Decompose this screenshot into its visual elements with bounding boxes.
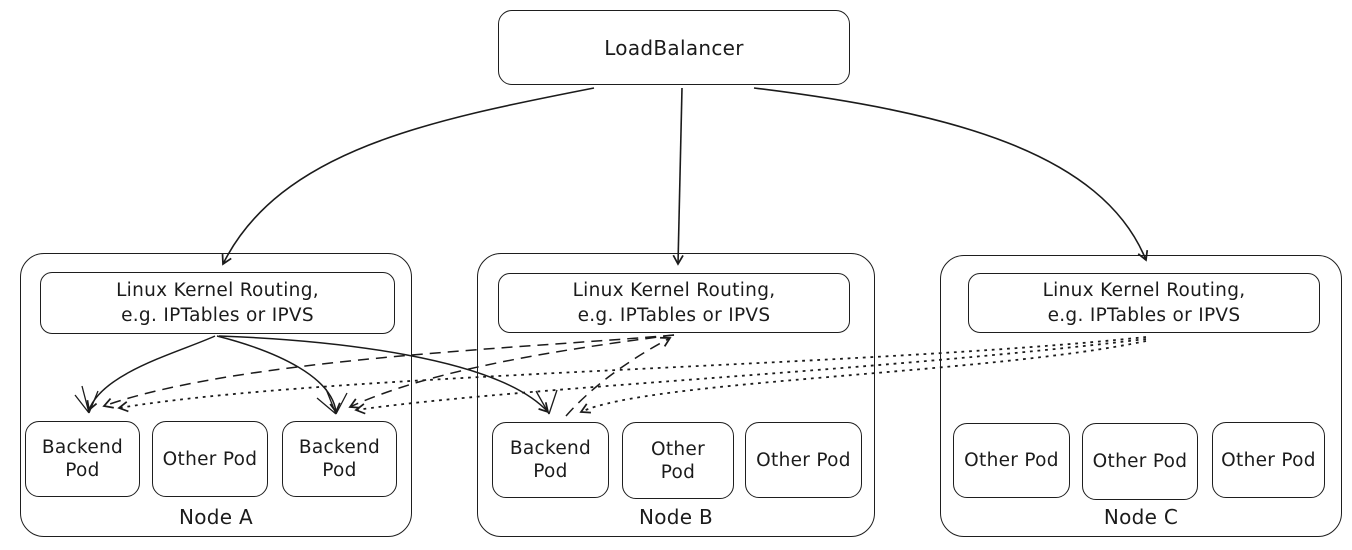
node-a-backend-pod-left: Backend Pod — [25, 421, 140, 497]
node-c-other-pod-1: Other Pod — [953, 423, 1070, 498]
pod-label: Backend Pod — [298, 437, 381, 481]
pod-label: Other Pod — [1221, 449, 1316, 471]
node-a-routing-box: Linux Kernel Routing, e.g. IPTables or I… — [40, 272, 395, 334]
node-b-backend-pod: Backend Pod — [492, 422, 609, 498]
node-b-other-pod-2: Other Pod — [745, 422, 862, 498]
routing-text-line1: Linux Kernel Routing, — [1042, 280, 1246, 301]
edge-lb-to-node-c — [753, 87, 1149, 262]
pod-label: Backend Pod — [41, 437, 124, 481]
routing-text-line1: Linux Kernel Routing, — [572, 280, 776, 301]
pod-label: Other Pod — [162, 448, 258, 470]
routing-text-line1: Linux Kernel Routing, — [116, 280, 319, 301]
node-a-label: Node A — [178, 505, 254, 529]
pod-label: Backend Pod — [509, 438, 592, 482]
node-b-label: Node B — [638, 505, 714, 529]
loadbalancer-box: LoadBalancer — [498, 10, 850, 85]
pod-label: Other Pod — [964, 450, 1059, 471]
node-a-other-pod: Other Pod — [152, 421, 268, 497]
pod-label: Other Pod — [756, 449, 851, 471]
pod-label: Other Pod — [1092, 451, 1188, 472]
node-b-routing-box: Linux Kernel Routing, e.g. IPTables or I… — [498, 273, 850, 333]
pod-label: Other Pod — [650, 438, 706, 483]
routing-text-line2: e.g. IPTables or IPVS — [1047, 305, 1241, 326]
edge-lb-to-node-b — [672, 87, 684, 266]
node-b-other-pod-1: Other Pod — [622, 422, 734, 499]
edge-lb-to-node-a — [221, 87, 595, 266]
loadbalancer-label: LoadBalancer — [604, 35, 744, 60]
node-c-routing-box: Linux Kernel Routing, e.g. IPTables or I… — [968, 273, 1320, 333]
node-a-backend-pod-right: Backend Pod — [282, 421, 397, 497]
node-c-other-pod-2: Other Pod — [1082, 423, 1198, 500]
node-c-other-pod-3: Other Pod — [1212, 422, 1325, 498]
node-c-label: Node C — [1103, 505, 1179, 529]
routing-text-line2: e.g. IPTables or IPVS — [577, 305, 771, 326]
routing-text-line2: e.g. IPTables or IPVS — [121, 305, 314, 326]
